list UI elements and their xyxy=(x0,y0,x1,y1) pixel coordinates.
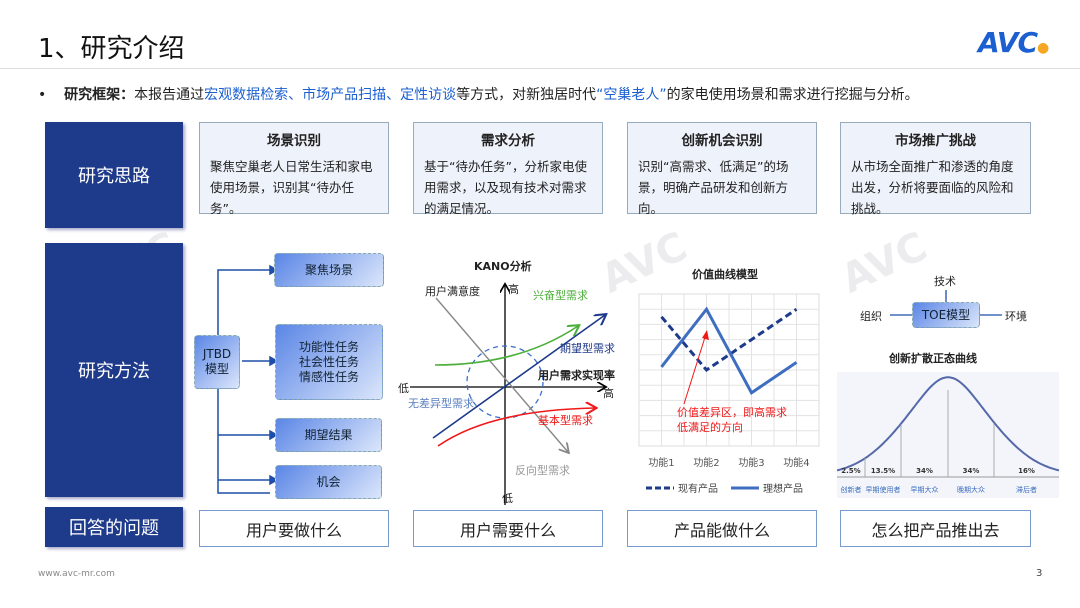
segment-value: 2.5% xyxy=(841,467,860,475)
kano-low-y: 低 xyxy=(502,492,513,505)
answer-1: 用户要做什么 xyxy=(199,510,389,547)
jtbd-connectors xyxy=(217,264,279,494)
segment-label: 早期大众 xyxy=(911,485,939,494)
kano-low-x: 低 xyxy=(398,382,409,395)
jtbd-item: 期望结果 xyxy=(275,418,382,452)
x-tick-label: 功能4 xyxy=(783,456,809,469)
series-现有产品 xyxy=(660,307,798,372)
segment-value: 34% xyxy=(916,467,933,475)
segment-value: 13.5% xyxy=(871,467,895,475)
jtbd-item: 功能性任务 社会性任务 情感性任务 xyxy=(275,324,383,400)
toe-connectors xyxy=(890,290,1002,316)
jtbd-root: JTBD 模型 xyxy=(194,335,240,389)
framework-bullet: • 研究框架：本报告通过宏观数据检索、市场产品扫描、定性访谈等方式，对新独居时代… xyxy=(38,87,919,103)
annotation-arrow xyxy=(683,333,707,405)
kano-excite-label: 兴奋型需求 xyxy=(533,289,588,302)
annotation-arrowhead xyxy=(702,330,709,340)
excite-curve xyxy=(434,326,578,366)
kano-basic-label: 基本型需求 xyxy=(538,414,593,427)
card-innovation: 创新机会识别识别“高需求、低满足”的场景，明确产品研发和创新方向。 xyxy=(627,122,817,216)
toe-model: TOE模型 xyxy=(912,302,980,328)
value-curve-title: 价值曲线模型 xyxy=(692,268,758,281)
jtbd-item: 聚焦场景 xyxy=(274,253,384,287)
avc-logo: AVC● xyxy=(978,26,1049,59)
footer-url: www.avc-mr.com xyxy=(38,569,115,579)
kano-indiff-label: 无差异型需求 xyxy=(408,397,474,410)
kano-x-label: 用户需求实现率 xyxy=(538,369,615,382)
page-number: 3 xyxy=(1036,568,1043,579)
card-market: 市场推广挑战从市场全面推广和渗透的角度出发，分析将要面临的风险和挑战。 xyxy=(840,122,1031,216)
segment-value: 34% xyxy=(963,467,980,475)
divider xyxy=(0,68,1080,69)
value-curve-chart: 功能1 功能2 功能3 功能4 现有产品 理想产品 xyxy=(638,293,820,495)
answer-4: 怎么把产品推出去 xyxy=(840,510,1031,547)
jtbd-item: 机会 xyxy=(275,465,382,499)
row-label-research-approach: 研究思路 xyxy=(45,122,183,228)
toe-right: 环境 xyxy=(1005,310,1027,323)
row-label-questions: 回答的问题 xyxy=(45,507,183,547)
kano-y-label: 用户满意度 xyxy=(425,285,480,298)
series-理想产品 xyxy=(660,306,798,395)
diffusion-chart: 2.5% 创新者 13.5% 早期使用者 34% 早期大众 34% 晚期大众 16% 滞后者 xyxy=(837,372,1059,498)
segment-label: 创新者 xyxy=(841,485,862,494)
row-label-research-method: 研究方法 xyxy=(45,243,183,497)
toe-top: 技术 xyxy=(934,275,956,288)
kano-expect-label: 期望型需求 xyxy=(560,342,615,355)
basic-curve xyxy=(437,408,595,447)
kano-reverse-label: 反向型需求 xyxy=(515,464,570,477)
kano-diagram xyxy=(410,270,630,505)
segment-label: 晚期大众 xyxy=(957,485,985,494)
answer-2: 用户需要什么 xyxy=(413,510,603,547)
diffusion-title: 创新扩散正态曲线 xyxy=(889,352,977,365)
page-title: 1、研究介绍 xyxy=(38,34,185,64)
segment-label: 滞后者 xyxy=(1016,485,1037,494)
kano-high-x: 高 xyxy=(603,387,614,400)
segment-value: 16% xyxy=(1018,467,1035,475)
x-tick-label: 功能2 xyxy=(693,456,719,469)
segment-label: 早期使用者 xyxy=(866,485,901,494)
value-curve-annotation: 价值差异区，即高需求低满足的方向 xyxy=(677,406,787,434)
kano-high-y: 高 xyxy=(508,283,519,296)
legend-label: 理想产品 xyxy=(763,482,803,495)
kano-title: KANO分析 xyxy=(474,260,532,273)
normal-curve xyxy=(837,376,1059,472)
legend-label: 现有产品 xyxy=(678,482,718,495)
x-tick-label: 功能1 xyxy=(648,456,674,469)
reverse-curve xyxy=(435,297,568,452)
answer-3: 产品能做什么 xyxy=(627,510,817,547)
card-demand: 需求分析基于“待办任务”，分析家电使用需求，以及现有技术对需求的满足情况。 xyxy=(413,122,603,216)
x-tick-label: 功能3 xyxy=(738,456,764,469)
toe-left: 组织 xyxy=(860,310,882,323)
card-scene: 场景识别聚焦空巢老人日常生活和家电使用场景，识别其“待办任务”。 xyxy=(199,122,389,216)
